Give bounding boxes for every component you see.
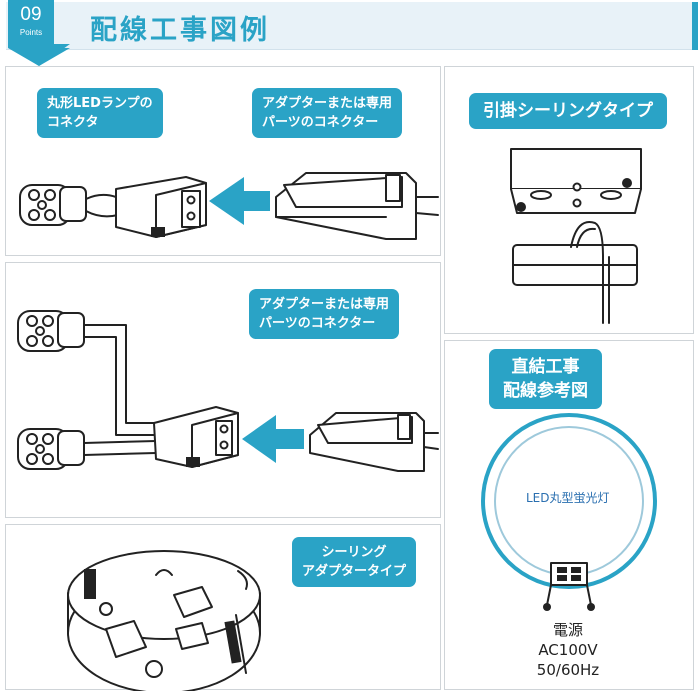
panel-direct-wiring: 直結工事 配線参考図 <box>444 340 694 690</box>
plug-icon <box>115 176 207 238</box>
label-hook-ceiling-type: 引掛シーリングタイプ <box>469 93 667 129</box>
hook-ceiling-icon <box>510 148 642 324</box>
label-line: シーリング <box>321 545 387 560</box>
led-ring-lamp-icon <box>481 413 657 611</box>
panel-ceiling-adapter: シーリング アダプタータイプ <box>5 524 441 691</box>
ring-connector-icon <box>17 310 85 352</box>
power-line: AC100V <box>538 641 598 659</box>
label-line: 丸形LEDランプの <box>47 96 153 111</box>
page-title: 配線工事図例 <box>90 15 270 46</box>
label-line: アダプタータイプ <box>302 564 407 579</box>
label-adapter-connector: アダプターまたは専用 パーツのコネクター <box>252 88 403 138</box>
adapter-connector-icon <box>275 172 439 240</box>
panel-hook-ceiling: 引掛シーリングタイプ <box>444 66 694 334</box>
label-line: パーツのコネクター <box>259 316 376 331</box>
power-line: 電源 <box>552 621 583 639</box>
badge-label: Points <box>19 28 43 37</box>
label-line: アダプターまたは専用 <box>262 96 393 111</box>
ceiling-adapter-illustration <box>67 550 261 691</box>
panel-connector: 丸形LEDランプの コネクタ アダプターまたは専用 パーツのコネクター <box>5 66 441 256</box>
ring-connector-icon <box>17 428 85 470</box>
direct-wiring-illustration <box>481 413 657 611</box>
label-line: コネクタ <box>47 115 99 130</box>
label-line: アダプターまたは専用 <box>259 297 390 312</box>
arrow-left-icon <box>209 177 270 225</box>
badge-number: 09 <box>20 4 42 25</box>
label-ceiling-adapter-type: シーリング アダプタータイプ <box>292 537 417 587</box>
ceiling-adapter-icon <box>67 550 261 691</box>
double-connector-illustration <box>17 310 439 472</box>
header-bar <box>6 2 698 50</box>
power-line: 50/60Hz <box>536 661 600 679</box>
header-accent-bar <box>692 2 698 50</box>
panel-double-connector: アダプターまたは専用 パーツのコネクター <box>5 262 441 518</box>
label-direct-wiring: 直結工事 配線参考図 <box>489 349 602 409</box>
adapter-connector-icon <box>309 412 439 472</box>
arrow-left-icon <box>242 415 304 463</box>
label-line: パーツのコネクター <box>262 115 379 130</box>
label-ring-lamp-connector: 丸形LEDランプの コネクタ <box>37 88 163 138</box>
led-ring-label: LED丸型蛍光灯 <box>526 491 610 505</box>
label-line: 直結工事 <box>511 357 580 377</box>
badge-arrow-icon <box>8 0 70 66</box>
label-line: 配線参考図 <box>503 381 588 401</box>
plug-icon <box>153 406 239 468</box>
ring-connector-icon <box>19 184 87 226</box>
power-spec: 電源 AC100V 50/60Hz <box>520 620 616 680</box>
point-badge: 09 Points <box>8 0 70 66</box>
label-adapter-connector: アダプターまたは専用 パーツのコネクター <box>249 289 400 339</box>
connector-illustration <box>19 172 439 240</box>
hook-ceiling-illustration <box>510 148 642 324</box>
